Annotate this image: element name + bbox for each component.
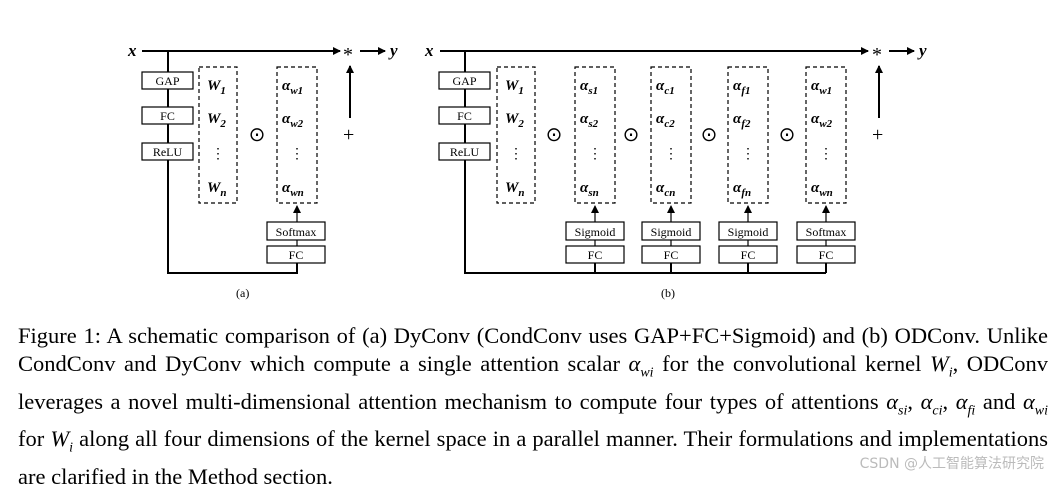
panel-b-attention-w-box [805, 66, 847, 204]
panel-a-caption-label: (a) [236, 286, 249, 300]
svg-text:αw1: αw1 [811, 78, 832, 97]
svg-text:αsn: αsn [580, 180, 599, 199]
panel-b-attention-s-box [574, 66, 616, 204]
figure-caption: Figure 1: A schematic comparison of (a) … [18, 323, 1048, 489]
svg-text:FC: FC [664, 248, 679, 262]
panel-a-hadamard-operator: ⊙ [249, 124, 266, 146]
panel-b-fc-c-box [641, 245, 701, 264]
svg-text:Sigmoid: Sigmoid [575, 225, 616, 239]
panel-a-kernels-vdots: ⋮ [211, 147, 225, 162]
panel-b-attention-c-box [650, 66, 692, 204]
svg-text:αwn: αwn [282, 180, 304, 199]
panel-a-conv-operator: * [343, 44, 353, 66]
svg-text:W1: W1 [207, 78, 226, 97]
panel-b-hadamard-operator-4: ⊙ [779, 124, 796, 146]
panel-b-kernels-box [496, 66, 536, 204]
panel-b-fc-label: FC [457, 109, 472, 123]
panel-a-softmax-label: Softmax [276, 225, 317, 239]
panel-a-fc-label: FC [160, 109, 175, 123]
svg-text:⋮: ⋮ [509, 147, 523, 162]
panel-b: x * y GAP FC ReLU W1 W2 ⋮ Wn ⊙ αs1 αs2 ⋮… [424, 41, 927, 300]
panel-a-attn-fc-label: FC [289, 248, 304, 262]
svg-text:αw2: αw2 [811, 111, 833, 130]
panel-a-plus-operator: + [343, 124, 354, 146]
panel-b-plus-operator: + [872, 124, 883, 146]
svg-text:Wn: Wn [207, 180, 226, 199]
svg-text:αw1: αw1 [282, 78, 303, 97]
svg-text:αs1: αs1 [580, 78, 598, 97]
panel-b-feedback-wire [464, 160, 826, 274]
panel-b-hadamard-operator-3: ⊙ [701, 124, 718, 146]
svg-text:αf1: αf1 [733, 78, 750, 97]
panel-b-conv-operator: * [872, 44, 882, 66]
panel-a-attn-fc-box [266, 245, 326, 264]
panel-b-gap-label: GAP [452, 74, 476, 88]
svg-text:⋮: ⋮ [290, 147, 304, 162]
panel-b-fc-s-box [565, 245, 625, 264]
panel-b-relu-label: ReLU [450, 145, 480, 159]
svg-text:αcn: αcn [656, 180, 675, 199]
svg-text:⋮: ⋮ [741, 147, 755, 162]
panel-b-fc-w-box [796, 245, 856, 264]
svg-text:⋮: ⋮ [664, 147, 678, 162]
panel-a-attention-box [276, 66, 318, 204]
svg-text:FC: FC [588, 248, 603, 262]
svg-text:W1: W1 [505, 78, 524, 97]
svg-text:αfn: αfn [733, 180, 751, 199]
panel-b-caption-label: (b) [661, 286, 675, 300]
panel-b-fc-f-box [718, 245, 778, 264]
panel-a-output-label: y [388, 41, 398, 60]
panel-b-input-label: x [424, 41, 434, 60]
svg-text:αc2: αc2 [656, 111, 675, 130]
panel-a-input-label: x [127, 41, 137, 60]
svg-text:Softmax: Softmax [806, 225, 847, 239]
panel-a: x * y GAP FC ReLU W1 W2 ⋮ Wn ⊙ αw1 αw2 ⋮… [127, 41, 398, 300]
panel-b-hadamard-operator-1: ⊙ [546, 124, 563, 146]
panel-b-output-label: y [917, 41, 927, 60]
svg-text:Sigmoid: Sigmoid [651, 225, 692, 239]
panel-a-feedback-wire [167, 160, 298, 274]
svg-text:FC: FC [819, 248, 834, 262]
panel-b-attention-f-box [727, 66, 769, 204]
panel-b-hadamard-operator-2: ⊙ [623, 124, 640, 146]
svg-text:αw2: αw2 [282, 111, 304, 130]
panel-a-gap-label: GAP [155, 74, 179, 88]
svg-text:αwn: αwn [811, 180, 833, 199]
panel-a-relu-label: ReLU [153, 145, 183, 159]
svg-text:Wn: Wn [505, 180, 524, 199]
panel-a-softmax-box [266, 221, 326, 241]
odconv-schematic: x * y GAP FC ReLU W1 W2 ⋮ Wn ⊙ αw1 αw2 ⋮… [127, 41, 927, 300]
svg-text:W2: W2 [207, 111, 226, 130]
svg-text:FC: FC [741, 248, 756, 262]
svg-text:⋮: ⋮ [819, 147, 833, 162]
svg-text:Sigmoid: Sigmoid [728, 225, 769, 239]
svg-text:⋮: ⋮ [588, 147, 602, 162]
svg-text:αf2: αf2 [733, 111, 751, 130]
svg-text:αs2: αs2 [580, 111, 599, 130]
svg-text:αc1: αc1 [656, 78, 675, 97]
panel-a-kernels-box [198, 66, 238, 204]
svg-text:W2: W2 [505, 111, 524, 130]
watermark: CSDN @人工智能算法研究院 [859, 456, 1044, 472]
